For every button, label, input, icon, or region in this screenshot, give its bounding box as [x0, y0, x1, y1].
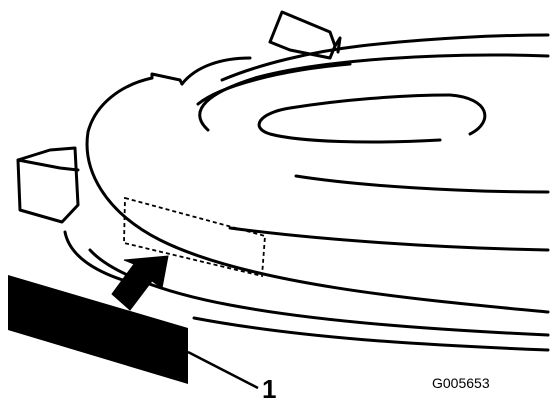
- center-oval: [257, 93, 452, 144]
- decal-location-outline: [123, 196, 266, 278]
- deck-top-contour-mid: [220, 44, 362, 82]
- deck-surface-line: [294, 174, 550, 194]
- deck-skirt-bottom: [192, 316, 550, 352]
- deck-surface-line-2: [228, 226, 550, 252]
- callout-leader-line: [187, 350, 259, 390]
- deck-inner-contour: [198, 53, 550, 132]
- figure-id: G005653: [432, 375, 490, 391]
- deck-top-rim: [150, 72, 184, 86]
- callout-number-1: 1: [262, 374, 276, 402]
- arrow-right-up-icon: [111, 255, 169, 311]
- deck-inner-contour-2: [196, 62, 352, 106]
- left-bracket: [16, 146, 80, 224]
- center-oval-right: [448, 93, 487, 136]
- deck-rear-edge: [180, 56, 252, 86]
- left-bracket-face: [16, 158, 80, 172]
- deck-skirt-inner: [88, 248, 550, 337]
- decal: [8, 275, 188, 384]
- deck-outer-edge: [85, 76, 550, 314]
- deck-top-contour-upper: [358, 33, 550, 48]
